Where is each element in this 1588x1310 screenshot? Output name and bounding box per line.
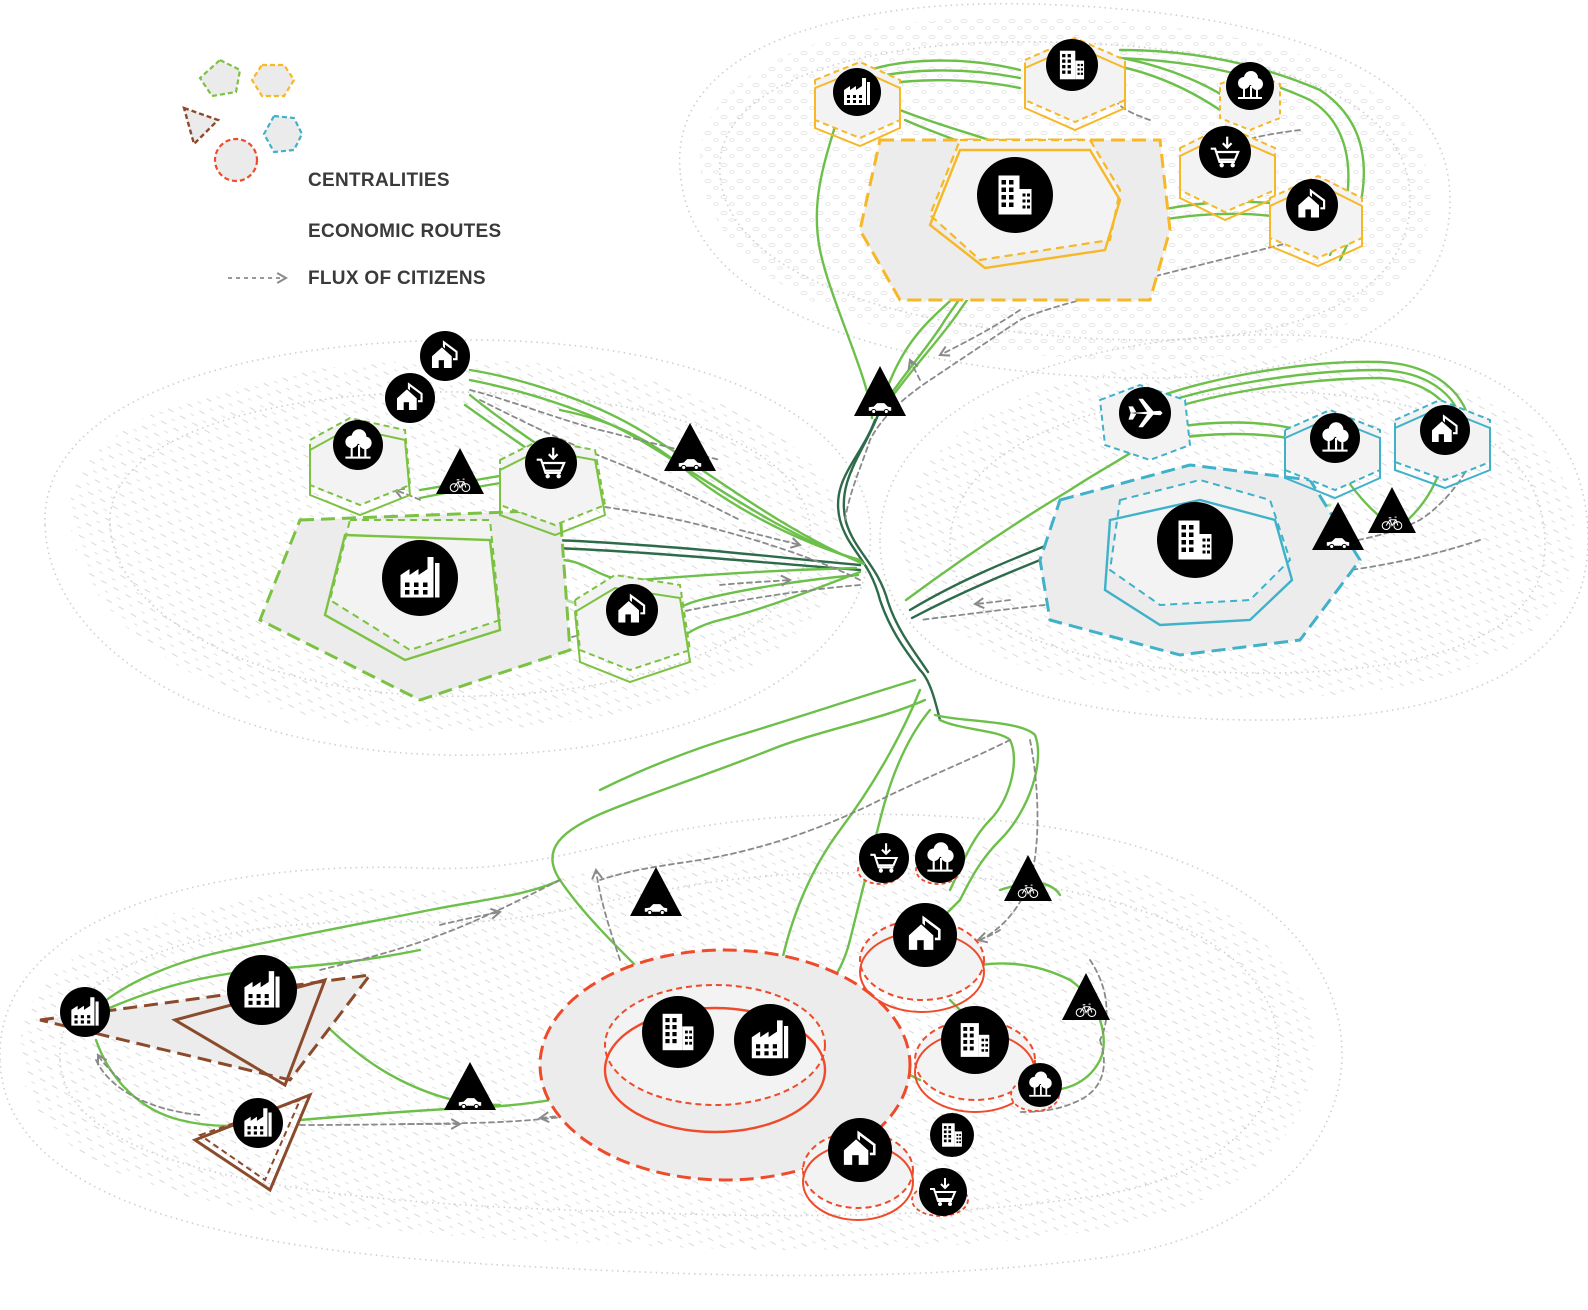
bicycle-icon xyxy=(1062,973,1110,1020)
trees-icon xyxy=(1226,62,1274,110)
shopping-cart-icon xyxy=(859,833,909,883)
flux-of-citizens xyxy=(95,82,1481,1130)
office-building-icon xyxy=(1046,39,1098,91)
trees-icon xyxy=(1018,1063,1062,1107)
factory-icon xyxy=(833,68,881,116)
shopping-cart-icon xyxy=(919,1168,967,1216)
trees-icon xyxy=(333,420,383,470)
bicycle-icon xyxy=(1004,855,1052,901)
car-icon xyxy=(1312,502,1364,550)
factory-icon xyxy=(233,1098,283,1148)
car-icon xyxy=(630,867,682,916)
centralities-swatches xyxy=(182,58,304,183)
houses-icon xyxy=(420,331,470,381)
factory-icon xyxy=(382,540,458,616)
office-building-icon xyxy=(642,996,714,1068)
airplane-icon xyxy=(1119,387,1171,439)
houses-icon xyxy=(606,584,658,636)
office-building-icon xyxy=(977,157,1053,233)
car-icon xyxy=(854,366,906,416)
legend: CENTRALITIES ECONOMIC ROUTES FLUX OF CIT… xyxy=(182,58,501,289)
car-icon xyxy=(664,423,716,471)
office-building-icon xyxy=(941,1006,1009,1074)
factory-icon xyxy=(734,1004,806,1076)
legend-centralities-label: CENTRALITIES xyxy=(308,170,450,191)
icon-nodes xyxy=(60,39,1470,1216)
office-building-icon xyxy=(1157,502,1233,578)
shopping-cart-icon xyxy=(525,437,577,489)
bicycle-icon xyxy=(436,448,484,494)
legend-economic-routes-label: ECONOMIC ROUTES xyxy=(308,221,501,242)
bicycle-icon xyxy=(1368,487,1416,533)
houses-icon xyxy=(1286,179,1338,231)
houses-icon xyxy=(828,1118,892,1182)
trees-icon xyxy=(915,833,965,883)
shopping-cart-icon xyxy=(1199,126,1251,178)
office-building-icon xyxy=(930,1113,974,1157)
legend-flux-label: FLUX OF CITIZENS xyxy=(308,268,486,289)
car-icon xyxy=(444,1062,496,1110)
houses-icon xyxy=(385,373,435,423)
factory-icon xyxy=(60,987,110,1037)
trees-icon xyxy=(1310,413,1360,463)
houses-icon xyxy=(893,903,957,967)
factory-icon xyxy=(227,955,297,1025)
transport-markers xyxy=(436,366,1416,1110)
houses-icon xyxy=(1420,405,1470,455)
